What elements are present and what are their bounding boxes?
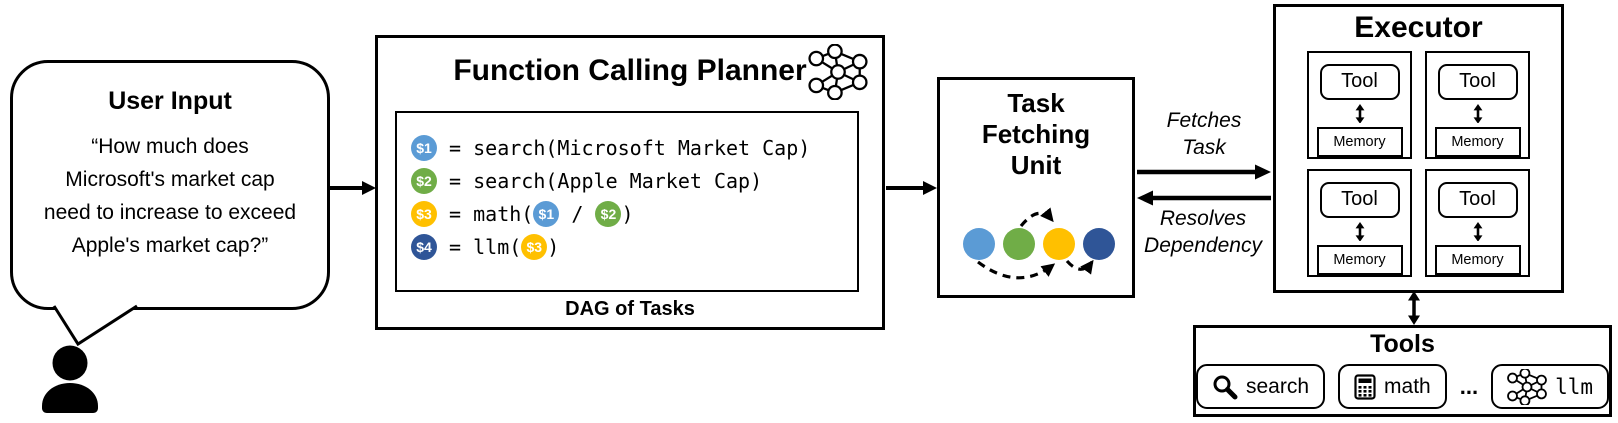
arrow-executor-tools xyxy=(1408,291,1420,325)
executor-grid: Tool Memory Tool Memory Tool xyxy=(1307,51,1530,277)
memory-box: Memory xyxy=(1316,245,1403,276)
function-calling-planner-box: Function Calling Planner $1 = search(Mic… xyxy=(375,35,885,330)
task-node-4 xyxy=(1083,228,1115,260)
dag-of-tasks-box: $1 = search(Microsoft Market Cap) $2 = s… xyxy=(395,111,859,292)
tool-memory-double-arrow-icon xyxy=(1473,221,1482,242)
tool-label-search: search xyxy=(1246,374,1310,398)
tool-pill-llm: llm xyxy=(1491,364,1609,409)
executor-box: Executor Tool Memory Tool Memory xyxy=(1273,4,1564,293)
task4-chip: $4 xyxy=(411,233,437,260)
task-fetching-unit-title: Task Fetching Unit xyxy=(981,88,1091,180)
neural-network-icon xyxy=(1507,368,1547,405)
calculator-icon xyxy=(1354,373,1376,400)
speech-bubble-tail xyxy=(52,304,138,347)
tool-box: Tool xyxy=(1437,182,1518,218)
task3-ref-chip: $3 xyxy=(521,233,548,260)
code-line-task1: $1 = search(Microsoft Market Cap) xyxy=(411,131,843,164)
arrow-resolves-dependency xyxy=(1137,190,1271,206)
task-dependency-graph xyxy=(963,207,1115,280)
task3-chip: $3 xyxy=(411,200,437,227)
tool-pill-math: math xyxy=(1338,364,1447,409)
tools-list: search math ... xyxy=(1196,364,1609,409)
task-node-1 xyxy=(963,228,995,260)
dependency-arc-2-to-3 xyxy=(1019,207,1054,228)
executor-cell: Tool Memory xyxy=(1307,51,1412,159)
memory-box: Memory xyxy=(1434,127,1521,158)
quote-line: Microsoft's market cap xyxy=(65,168,275,191)
executor-cell: Tool Memory xyxy=(1425,169,1530,277)
resolves-dependency-label: Resolves Dependency xyxy=(1144,207,1262,257)
executor-cell: Tool Memory xyxy=(1425,51,1530,159)
executor-cell: Tool Memory xyxy=(1307,169,1412,277)
dependency-arc-1-to-3 xyxy=(977,260,1056,280)
tools-box: Tools search ma xyxy=(1193,325,1612,417)
tool-pill-search: search xyxy=(1196,364,1326,409)
arrow-planner-to-task-fetching-unit xyxy=(886,181,937,195)
tool-box: Tool xyxy=(1437,64,1518,100)
user-input-bubble: User Input “How much does Microsoft's ma… xyxy=(10,60,330,310)
tool-memory-double-arrow-icon xyxy=(1473,103,1482,124)
dag-of-tasks-caption: DAG of Tasks xyxy=(565,298,695,320)
tool-memory-double-arrow-icon xyxy=(1355,103,1364,124)
person-icon xyxy=(42,345,98,413)
task-node-2 xyxy=(1003,228,1035,260)
user-input-title: User Input xyxy=(108,87,232,115)
dependency-arc-3-to-4 xyxy=(1065,259,1094,275)
quote-line: “How much does xyxy=(91,135,249,158)
planner-title: Function Calling Planner xyxy=(453,54,807,87)
tools-title: Tools xyxy=(1370,330,1435,358)
quote-line: need to increase to exceed xyxy=(43,201,297,224)
memory-box: Memory xyxy=(1434,245,1521,276)
task-node-3 xyxy=(1043,228,1075,260)
quote-line: Apple's market cap?” xyxy=(71,234,269,257)
user-input-quote: “How much does Microsoft's market cap ne… xyxy=(13,130,327,262)
tool-label-llm: llm xyxy=(1555,374,1593,399)
task2-chip: $2 xyxy=(411,167,437,194)
tool-label-math: math xyxy=(1384,374,1431,398)
task-fetching-unit-box: Task Fetching Unit xyxy=(937,77,1135,298)
fetches-task-label: Fetches Task xyxy=(1166,109,1242,159)
tool-box: Tool xyxy=(1319,182,1400,218)
code-line-task4: $4 = llm($3) xyxy=(411,230,843,263)
code-line-task3: $3 = math($1 / $2) xyxy=(411,197,843,230)
memory-box: Memory xyxy=(1316,127,1403,158)
arrow-user-to-planner xyxy=(330,181,376,195)
task1-chip: $1 xyxy=(411,134,437,161)
task2-ref-chip: $2 xyxy=(595,200,622,227)
executor-title: Executor xyxy=(1354,11,1483,44)
task1-ref-chip: $1 xyxy=(533,200,560,227)
tools-ellipsis: ... xyxy=(1459,373,1479,399)
neural-network-icon xyxy=(808,44,868,100)
tool-box: Tool xyxy=(1319,64,1400,100)
arrow-fetches-task xyxy=(1137,164,1271,180)
code-line-task2: $2 = search(Apple Market Cap) xyxy=(411,164,843,197)
tool-memory-double-arrow-icon xyxy=(1355,221,1364,242)
magnifier-icon xyxy=(1213,375,1238,399)
